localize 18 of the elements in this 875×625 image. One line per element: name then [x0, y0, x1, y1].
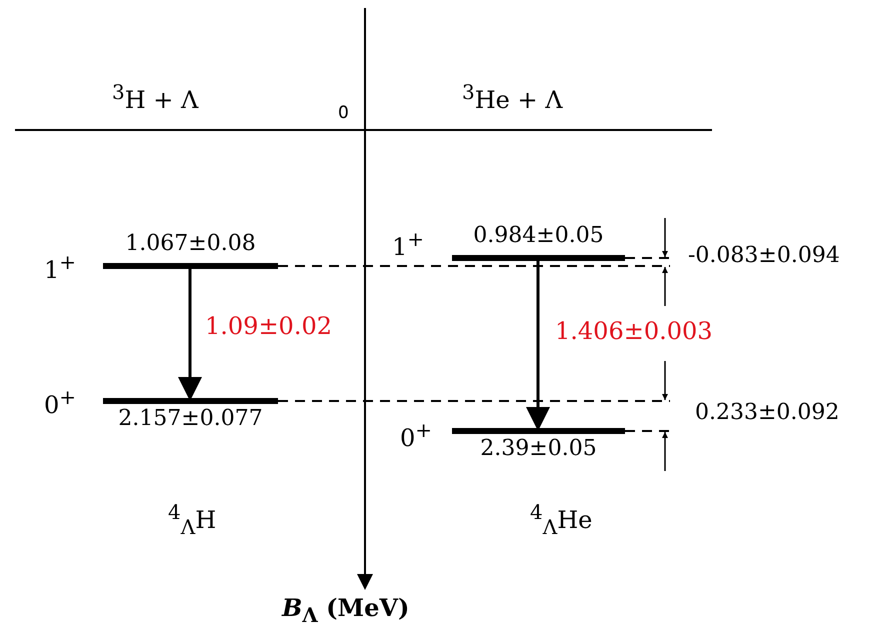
energy-value: 1.067±0.08	[124, 231, 257, 256]
energy-value: 2.157±0.077	[117, 406, 264, 431]
transition-energy: 1.406±0.003	[555, 317, 713, 345]
transition-energy: 1.09±0.02	[205, 312, 332, 340]
axis-label: B$_{Λ}$ (MeV)	[282, 593, 410, 625]
reaction-threshold-label: $^{3}$H + Λ	[112, 80, 198, 114]
spin-parity-label: 0$^{+}$	[44, 385, 76, 419]
spin-parity-label: 0$^{+}$	[400, 418, 432, 452]
energy-difference: 0.233±0.092	[695, 400, 840, 425]
spin-parity-label: 1$^{+}$	[44, 250, 76, 284]
origin-label: 0	[338, 103, 349, 123]
transition-arrow	[526, 261, 550, 431]
transition-arrow	[178, 269, 202, 401]
energy-value: 0.984±0.05	[472, 223, 605, 248]
energy-value: 2.39±0.05	[479, 436, 598, 461]
reaction-threshold-label: $^{3}$He + Λ	[462, 80, 563, 114]
spin-parity-label: 1$^{+}$	[392, 227, 424, 261]
energy-difference: -0.083±0.094	[688, 243, 840, 268]
